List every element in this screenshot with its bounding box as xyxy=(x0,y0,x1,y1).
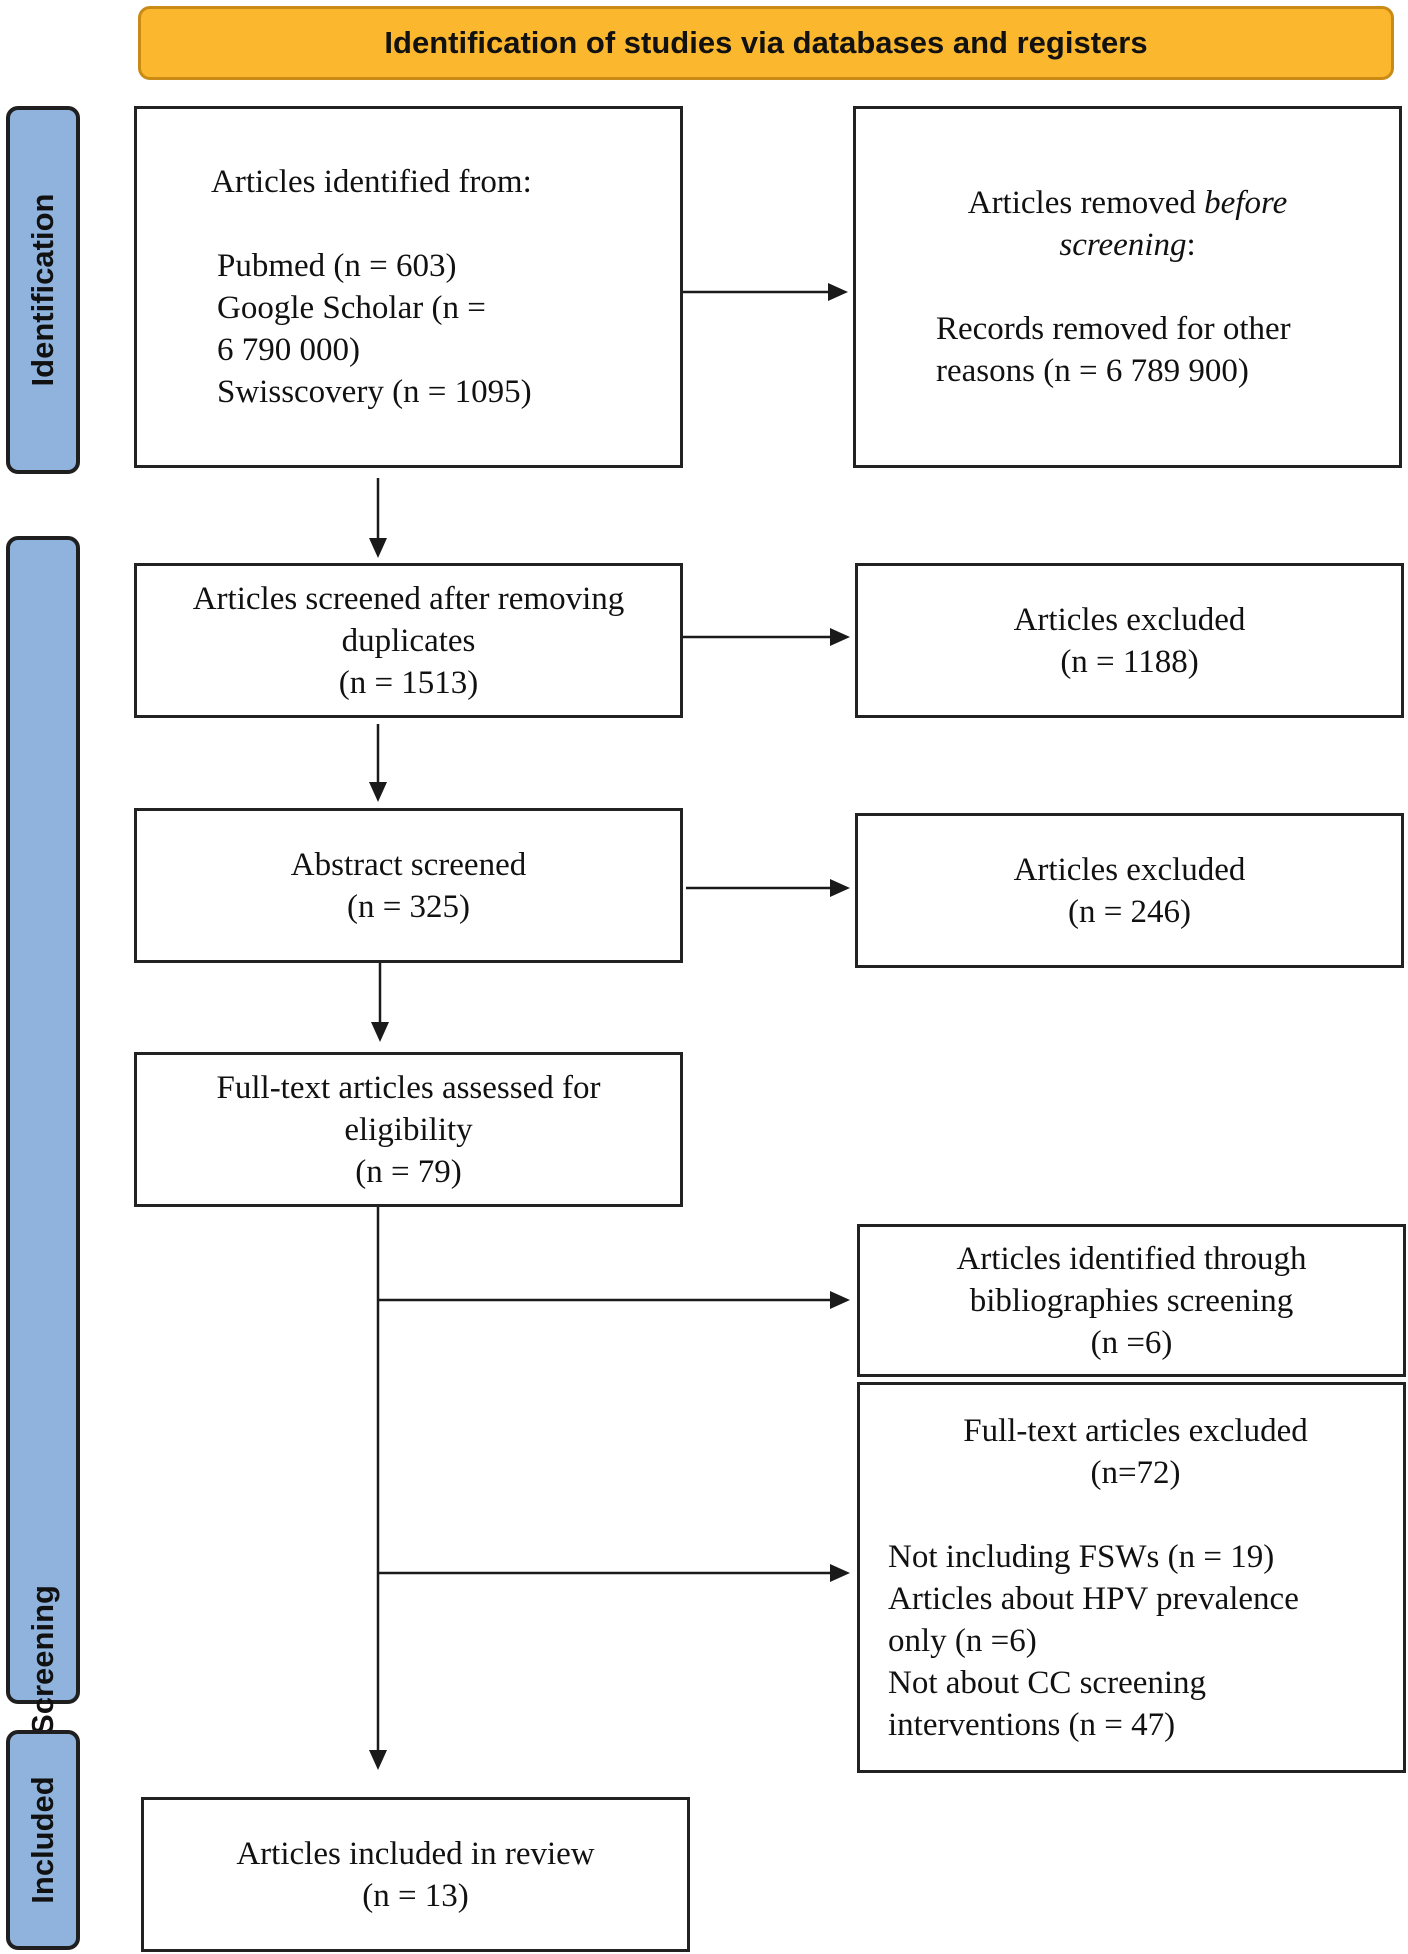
box-articles-removed-before-screening: Articles removed before screening: Recor… xyxy=(853,106,1402,468)
arrowhead-fulltext-excluded xyxy=(830,1564,850,1582)
excluded-2-line-1: Articles excluded xyxy=(1013,851,1246,888)
fulltext-excluded-reason-5: interventions (n = 47) xyxy=(888,1706,1176,1743)
arrowhead-bibliographies xyxy=(830,1291,850,1309)
arrowhead-fulltext xyxy=(371,1022,389,1042)
removed-title-line-2: screening: xyxy=(1059,224,1195,266)
arrowhead-removed xyxy=(828,283,848,301)
included-line-2: (n = 13) xyxy=(362,1877,469,1914)
removed-detail-line-2: reasons (n = 6 789 900) xyxy=(936,353,1249,389)
identified-heading: Articles identified from: xyxy=(211,164,532,200)
fulltext-excluded-reason-1: Not including FSWs (n = 19) xyxy=(888,1538,1275,1575)
box-abstract-screened: Abstract screened (n = 325) xyxy=(134,808,683,963)
fulltext-line-3: (n = 79) xyxy=(355,1153,462,1190)
box-articles-identified: Articles identified from: Pubmed (n = 60… xyxy=(134,106,683,468)
identified-source-1: Pubmed (n = 603) xyxy=(217,248,457,284)
included-line-1: Articles included in review xyxy=(236,1835,595,1872)
fulltext-excluded-reason-3: only (n =6) xyxy=(888,1622,1037,1659)
arrowhead-included xyxy=(369,1750,387,1770)
removed-title-italic-before: before xyxy=(1204,185,1288,221)
box-bibliographies-identified: Articles identified through bibliographi… xyxy=(857,1224,1406,1377)
phase-identification: Identification xyxy=(6,106,80,474)
fulltext-excluded-heading-2: (n=72) xyxy=(1090,1454,1181,1491)
removed-title-suffix: : xyxy=(1186,227,1196,263)
fulltext-line-2: eligibility xyxy=(344,1111,473,1148)
removed-title-italic-screening: screening xyxy=(1059,227,1187,263)
box-fulltext-assessed: Full-text articles assessed for eligibil… xyxy=(134,1052,683,1207)
arrowhead-abstract xyxy=(369,782,387,802)
excluded-1-line-2: (n = 1188) xyxy=(1060,643,1199,680)
box-articles-excluded-1: Articles excluded (n = 1188) xyxy=(855,563,1404,718)
abstract-line-1: Abstract screened xyxy=(290,846,527,883)
banner-title: Identification of studies via databases … xyxy=(384,25,1148,60)
screened-line-2: duplicates xyxy=(341,622,476,659)
identified-source-3: 6 790 000) xyxy=(217,332,360,368)
box-articles-excluded-2: Articles excluded (n = 246) xyxy=(855,813,1404,968)
excluded-2-line-2: (n = 246) xyxy=(1067,893,1192,930)
abstract-line-2: (n = 325) xyxy=(346,888,471,925)
header-banner: Identification of studies via databases … xyxy=(138,6,1394,80)
screened-line-3: (n = 1513) xyxy=(338,664,479,701)
box-fulltext-excluded: Full-text articles excluded (n=72) Not i… xyxy=(857,1382,1406,1773)
fulltext-line-1: Full-text articles assessed for xyxy=(216,1069,601,1106)
box-articles-included: Articles included in review (n = 13) xyxy=(141,1797,690,1952)
bibliographies-line-2: bibliographies screening xyxy=(969,1282,1294,1319)
excluded-1-line-1: Articles excluded xyxy=(1013,601,1246,638)
bibliographies-line-3: (n =6) xyxy=(1090,1324,1173,1361)
arrowhead-excluded-1 xyxy=(830,628,850,646)
phase-screening: Screening xyxy=(6,536,80,1735)
fulltext-excluded-heading-1: Full-text articles excluded xyxy=(963,1412,1308,1449)
fulltext-excluded-reason-2: Articles about HPV prevalence xyxy=(888,1580,1299,1617)
phase-included: Included xyxy=(6,1730,80,1950)
identified-source-4: Swisscovery (n = 1095) xyxy=(217,374,532,410)
removed-title-prefix: Articles removed xyxy=(967,185,1205,221)
fulltext-excluded-reason-4: Not about CC screening xyxy=(888,1664,1207,1701)
removed-title-line-1: Articles removed before xyxy=(968,182,1288,224)
arrowhead-screened xyxy=(369,538,387,558)
box-articles-screened: Articles screened after removing duplica… xyxy=(134,563,683,718)
screened-line-1: Articles screened after removing xyxy=(192,580,625,617)
arrowhead-excluded-2 xyxy=(830,879,850,897)
removed-detail-line-1: Records removed for other xyxy=(936,311,1291,347)
bibliographies-line-1: Articles identified through xyxy=(956,1240,1307,1277)
identified-source-2: Google Scholar (n = xyxy=(217,290,486,326)
